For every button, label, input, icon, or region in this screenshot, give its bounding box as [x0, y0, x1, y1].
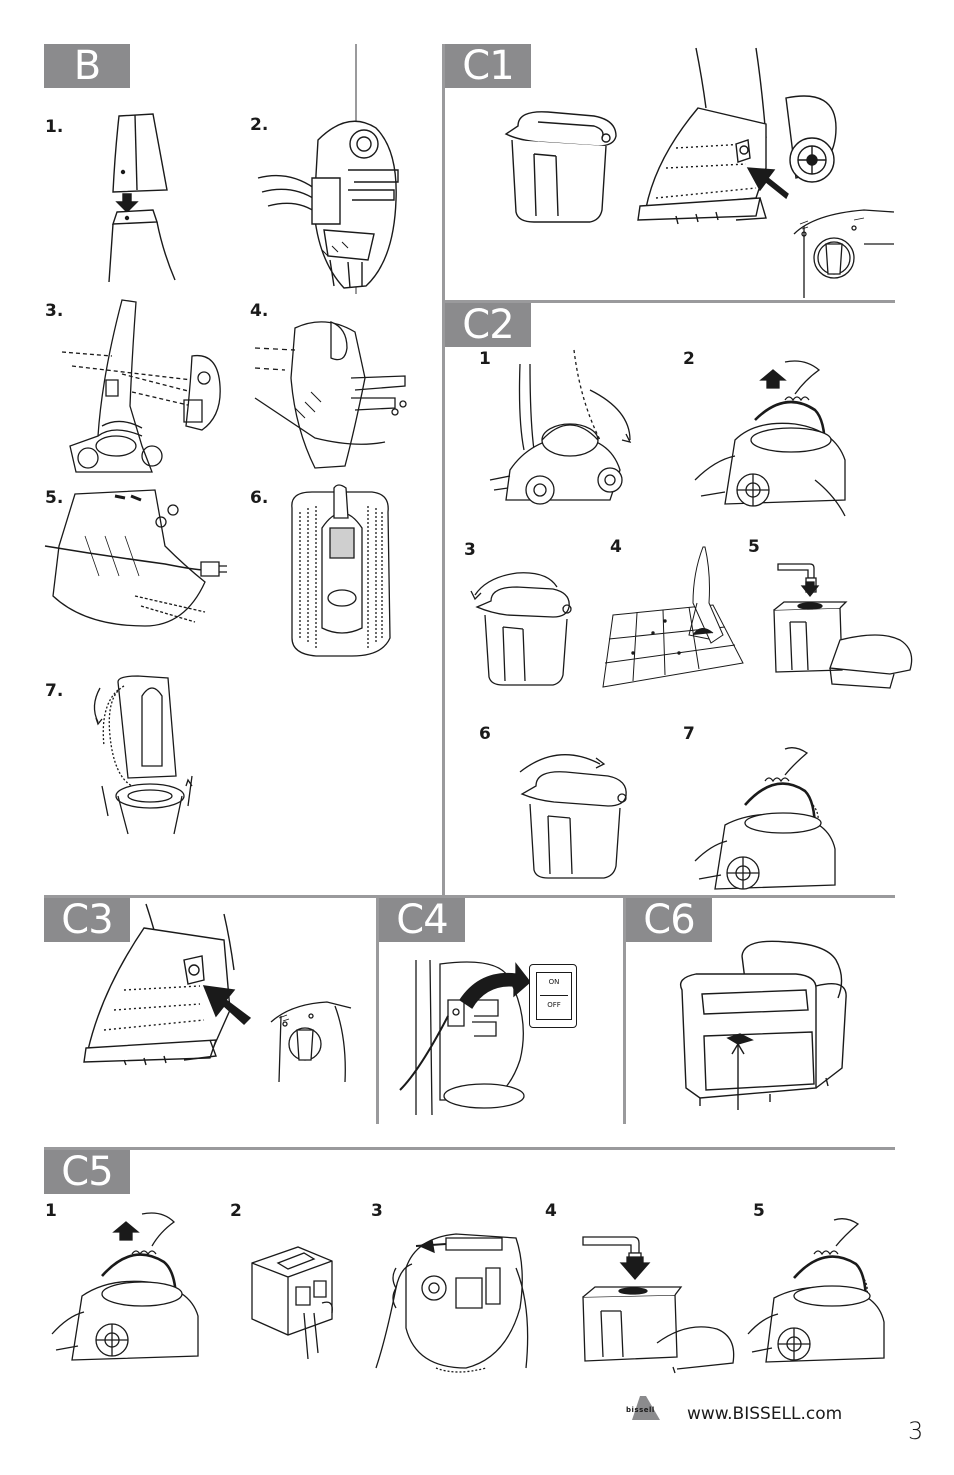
c2-7-insert-tank-illustration — [695, 745, 845, 895]
c5-step-2: 2 — [230, 1201, 242, 1221]
c2-5-fill-formula-illustration — [770, 560, 915, 695]
c2-step-5: 5 — [748, 537, 760, 557]
row-c3-top-rule — [44, 895, 895, 898]
section-label-c6: C6 — [626, 898, 712, 942]
section-label-c4: C4 — [379, 898, 465, 942]
c4-power-switch-illustration — [400, 960, 550, 1115]
vertical-divider-main — [442, 44, 445, 896]
section-label-c1: C1 — [445, 44, 531, 88]
bissell-logo-wordmark: BISSELL — [626, 1406, 655, 1414]
c3-dial-illustration — [271, 998, 351, 1082]
c1-machine-front-illustration — [636, 48, 848, 243]
bissell-logo: BISSELL — [626, 1394, 674, 1430]
c5-4-fill-formula-illustration — [577, 1233, 737, 1373]
c3-c4-divider — [376, 898, 379, 1124]
bissell-logo-mark-icon — [632, 1396, 660, 1420]
c4-switch-divider — [540, 995, 568, 996]
b3-handle-assembly-illustration — [62, 296, 227, 474]
b6-hose-wrapped-illustration — [272, 488, 402, 658]
c4-c6-divider — [623, 898, 626, 1124]
b-step-5: 5. — [45, 488, 64, 508]
footer-url[interactable]: www.BISSELL.com — [687, 1404, 843, 1424]
c1-tank-illustration — [498, 106, 618, 224]
b-step-1: 1. — [45, 117, 64, 137]
b-step-7: 7. — [45, 681, 64, 701]
section-label-c2: C2 — [445, 303, 531, 347]
c2-6-tank-cap-close-illustration — [508, 748, 633, 880]
b-step-3: 3. — [45, 301, 64, 321]
c4-switch-off-label: OFF — [547, 1001, 561, 1009]
c5-2-tank-clip-illustration — [248, 1243, 338, 1359]
c5-1-lift-tank-illustration — [52, 1210, 207, 1365]
c5-step-4: 4 — [545, 1201, 557, 1221]
c2-3-tank-cap-open-illustration — [467, 567, 577, 687]
c4-switch-on-label: ON — [548, 978, 560, 986]
b5-cord-plug-illustration — [45, 486, 235, 636]
c1-dial-illustration — [794, 204, 894, 298]
c2-4-fill-grid-illustration — [593, 543, 743, 689]
c5-3-remove-float-illustration — [376, 1228, 534, 1376]
page-number: 3 — [908, 1417, 924, 1445]
c2-step-1: 1 — [479, 349, 491, 369]
b7-hose-unwrap-illustration — [88, 676, 208, 836]
c1-bottom-rule — [445, 300, 895, 303]
c4-switch-plate: ON OFF — [529, 964, 577, 1028]
c2-step-3: 3 — [464, 540, 476, 560]
c5-5-insert-tank-illustration — [748, 1216, 898, 1366]
c5-step-1: 1 — [45, 1201, 57, 1221]
c6-armchair-illustration — [676, 938, 851, 1110]
c5-step-5: 5 — [753, 1201, 765, 1221]
section-label-c5: C5 — [44, 1150, 130, 1194]
c2-2-lift-tank-illustration — [695, 360, 855, 518]
c5-step-3: 3 — [371, 1201, 383, 1221]
c4-switch-rocker: ON OFF — [536, 972, 572, 1020]
b-step-4: 4. — [250, 301, 269, 321]
c3-machine-switch-illustration — [84, 900, 266, 1065]
b1-handle-insert-illustration — [105, 112, 185, 284]
c2-step-2: 2 — [683, 349, 695, 369]
b-step-6: 6. — [250, 488, 269, 508]
c2-step-4: 4 — [610, 537, 622, 557]
c5-top-rule — [44, 1147, 895, 1150]
c2-1-tilt-back-illustration — [490, 350, 630, 512]
b4-cord-wrap-illustration — [255, 318, 415, 478]
c2-step-6: 6 — [479, 724, 491, 744]
b2-cord-hook-illustration — [258, 110, 418, 290]
section-label-c3: C3 — [44, 898, 130, 942]
section-label-b: B — [44, 44, 130, 88]
c2-step-7: 7 — [683, 724, 695, 744]
b-step-2: 2. — [250, 115, 269, 135]
